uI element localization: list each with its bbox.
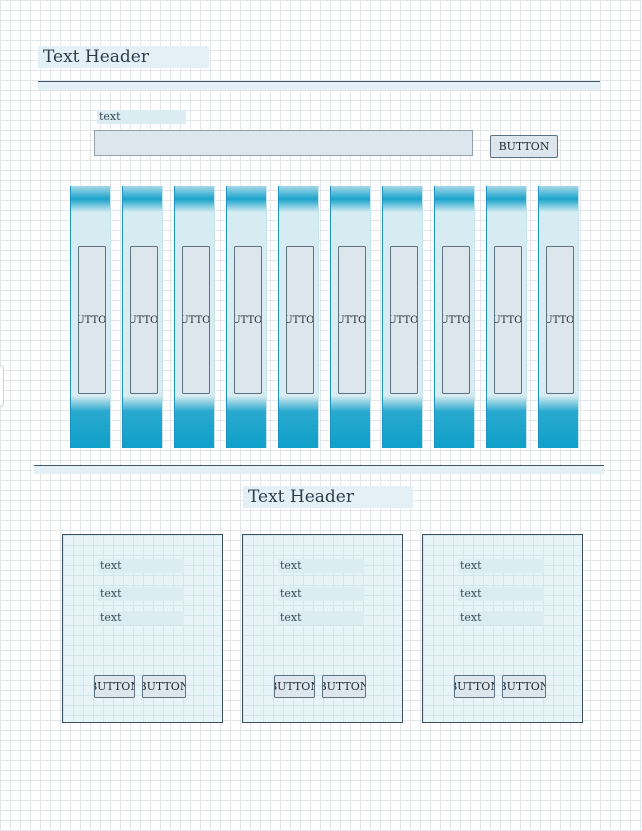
- bar-item: BUTTON: [434, 186, 475, 448]
- card-text: text: [458, 611, 544, 625]
- bar-item: BUTTON: [226, 186, 267, 448]
- bar-button[interactable]: BUTTON: [130, 246, 158, 394]
- input-label: text: [97, 110, 186, 124]
- card-text: text: [98, 559, 184, 573]
- bar-button[interactable]: BUTTON: [494, 246, 522, 394]
- card-button-secondary[interactable]: BUTTON: [142, 675, 186, 698]
- bar-item: BUTTON: [330, 186, 371, 448]
- bar-button[interactable]: BUTTON: [182, 246, 210, 394]
- section-header: Text Header: [243, 486, 413, 508]
- card-button-secondary[interactable]: BUTTON: [502, 675, 546, 698]
- card: text text text BUTTON BUTTON: [242, 534, 403, 723]
- bar-item: BUTTON: [278, 186, 319, 448]
- bar-button[interactable]: BUTTON: [390, 246, 418, 394]
- card-text: text: [98, 587, 184, 601]
- card-text: text: [458, 587, 544, 601]
- bar-item: BUTTON: [122, 186, 163, 448]
- bar-button[interactable]: BUTTON: [234, 246, 262, 394]
- card: text text text BUTTON BUTTON: [422, 534, 583, 723]
- side-tab[interactable]: [0, 365, 4, 407]
- bar-item: BUTTON: [486, 186, 527, 448]
- divider-shadow: [34, 466, 604, 474]
- card-text: text: [278, 587, 364, 601]
- card: text text text BUTTON BUTTON: [62, 534, 223, 723]
- bar-item: BUTTON: [538, 186, 579, 448]
- card-button-primary[interactable]: BUTTON: [454, 675, 495, 698]
- card-text: text: [278, 611, 364, 625]
- card-button-primary[interactable]: BUTTON: [94, 675, 135, 698]
- bar-button[interactable]: BUTTON: [338, 246, 366, 394]
- bar-button[interactable]: BUTTON: [546, 246, 574, 394]
- card-text: text: [458, 559, 544, 573]
- divider-shadow: [38, 82, 600, 90]
- bar-button[interactable]: BUTTON: [78, 246, 106, 394]
- card-button-primary[interactable]: BUTTON: [274, 675, 315, 698]
- text-input[interactable]: [94, 130, 473, 156]
- card-text: text: [278, 559, 364, 573]
- section-header: Text Header: [38, 46, 209, 68]
- bar-button[interactable]: BUTTON: [286, 246, 314, 394]
- bar-item: BUTTON: [70, 186, 111, 448]
- divider: [34, 465, 604, 466]
- card-button-secondary[interactable]: BUTTON: [322, 675, 366, 698]
- bar-item: BUTTON: [174, 186, 215, 448]
- bar-item: BUTTON: [382, 186, 423, 448]
- submit-button[interactable]: BUTTON: [490, 135, 558, 158]
- divider: [38, 81, 600, 82]
- bar-button[interactable]: BUTTON: [442, 246, 470, 394]
- card-text: text: [98, 611, 184, 625]
